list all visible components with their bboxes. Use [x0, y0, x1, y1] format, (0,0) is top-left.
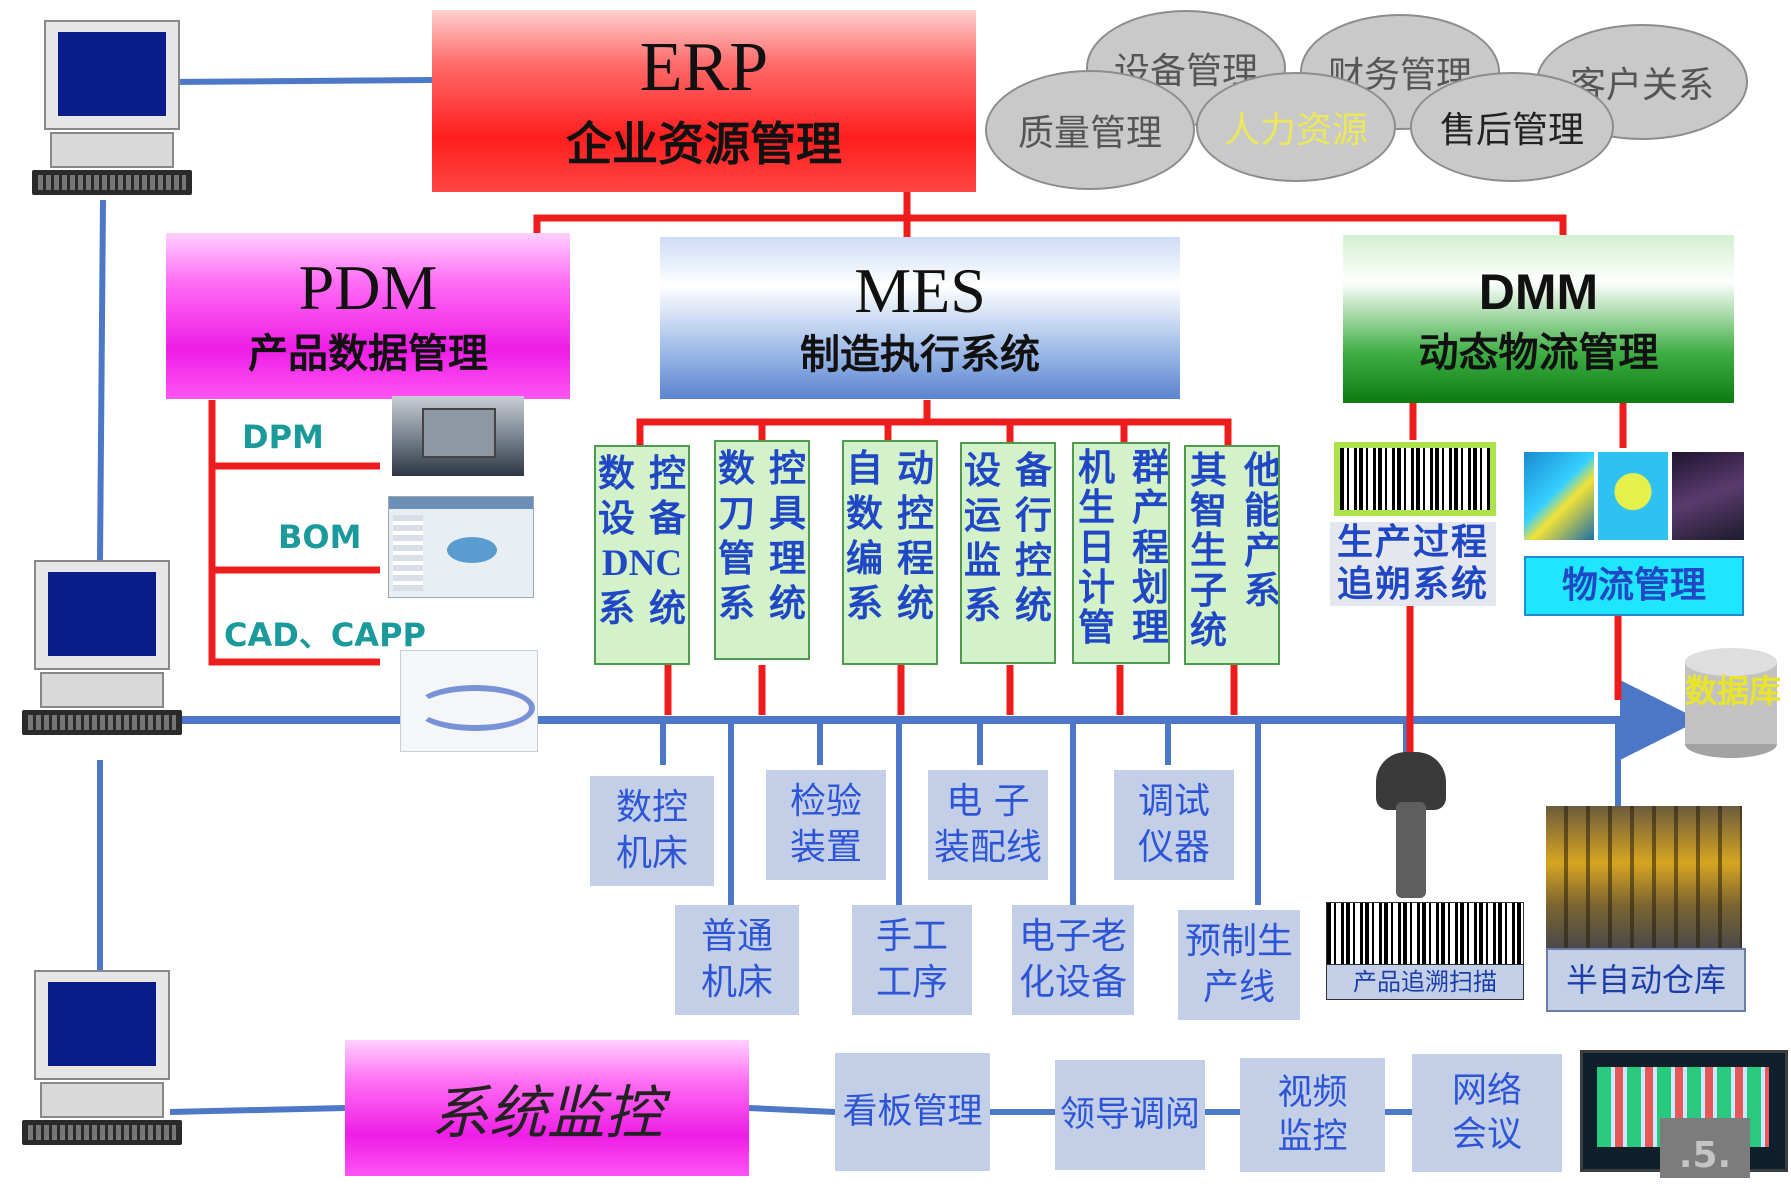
- erp-module-cloud: 质量管理: [985, 70, 1195, 190]
- erp-module-cloud: 人力资源: [1196, 72, 1396, 182]
- computer-icon: [22, 970, 182, 1145]
- dmm-box: DMM 动态物流管理: [1343, 235, 1734, 403]
- pdm-box: PDM 产品数据管理: [166, 233, 570, 399]
- mes-subsystem-equipment-monitoring: 设备 运行 监控 系统: [960, 442, 1056, 664]
- logistics-image-3: [1672, 452, 1744, 540]
- product-barcode-image: [1326, 902, 1524, 966]
- trace-system-label: 生产过程追朔系统: [1330, 522, 1496, 606]
- mes-subsystem-auto-programming: 自动 数控 编程 系统: [842, 440, 938, 665]
- bom-software-image: [388, 496, 534, 598]
- logistics-label: 物流管理: [1524, 556, 1744, 616]
- computer-icon: [32, 20, 192, 195]
- erp-title: ERP: [639, 28, 769, 106]
- monitor-leader-review: 领导调阅: [1055, 1060, 1205, 1170]
- barcode-image: [1334, 442, 1496, 516]
- scan-label: 产品追溯扫描: [1326, 964, 1524, 1000]
- dmm-title: DMM: [1478, 264, 1599, 320]
- cad-part-image: [400, 650, 538, 752]
- pdm-item-bom: BOM: [278, 518, 362, 556]
- warehouse-image: [1546, 806, 1742, 948]
- database-icon: [1685, 648, 1777, 758]
- monitor-network-meeting: 网络会议: [1412, 1054, 1562, 1172]
- pdm-title: PDM: [298, 252, 438, 323]
- mes-subsystem-other-intelligent: 其智生子统 他能产系: [1184, 445, 1280, 665]
- system-monitor-box: 系统监控: [345, 1040, 749, 1176]
- device-cnc-machine: 数控机床: [590, 776, 714, 886]
- database-label: 数据库: [1684, 672, 1781, 710]
- erp-box: ERP 企业资源管理: [432, 10, 976, 192]
- erp-subtitle: 企业资源管理: [566, 116, 842, 171]
- logistics-image-1: [1524, 452, 1594, 540]
- device-prefab-line: 预制生产线: [1178, 910, 1300, 1020]
- logistics-image-2: [1598, 452, 1668, 540]
- mes-subtitle: 制造执行系统: [800, 332, 1040, 378]
- cnc-machine-image: [392, 396, 524, 476]
- mes-subsystem-dnc: 数控 设备 DNC 系统: [594, 445, 690, 665]
- device-inspection: 检验装置: [766, 770, 886, 880]
- pdm-subtitle: 产品数据管理: [248, 331, 488, 377]
- system-monitor-title: 系统监控: [430, 1079, 663, 1147]
- device-ordinary-machine: 普通机床: [675, 905, 799, 1015]
- device-aging-equipment: 电子老化设备: [1012, 905, 1134, 1015]
- device-electronic-assembly: 电 子装配线: [928, 770, 1048, 880]
- network-links: [97, 77, 1412, 1115]
- dmm-subtitle: 动态物流管理: [1418, 330, 1659, 376]
- page-number: .5.: [1678, 1135, 1732, 1176]
- mes-box: MES 制造执行系统: [660, 237, 1180, 399]
- erp-module-cloud: 售后管理: [1410, 72, 1614, 182]
- page-number-badge: .5.: [1660, 1118, 1750, 1178]
- mes-subsystem-tool-management: 数控 刀具 管理 系统: [714, 440, 810, 660]
- pdm-item-cad-capp: CAD、CAPP: [224, 616, 426, 654]
- mes-subsystem-group-scheduling: 机生日计管 群产程划理: [1072, 442, 1170, 664]
- device-manual-process: 手工工序: [852, 905, 972, 1015]
- monitor-kanban: 看板管理: [835, 1053, 990, 1171]
- monitor-video-surveillance: 视频监控: [1240, 1058, 1385, 1172]
- warehouse-label: 半自动仓库: [1546, 948, 1746, 1012]
- computer-icon: [22, 560, 182, 735]
- hierarchy-lines: [208, 192, 1627, 775]
- device-debug-instrument: 调试仪器: [1114, 770, 1234, 880]
- mes-title: MES: [854, 255, 986, 326]
- barcode-scanner-image: [1368, 752, 1454, 902]
- pdm-item-dpm: DPM: [242, 418, 324, 456]
